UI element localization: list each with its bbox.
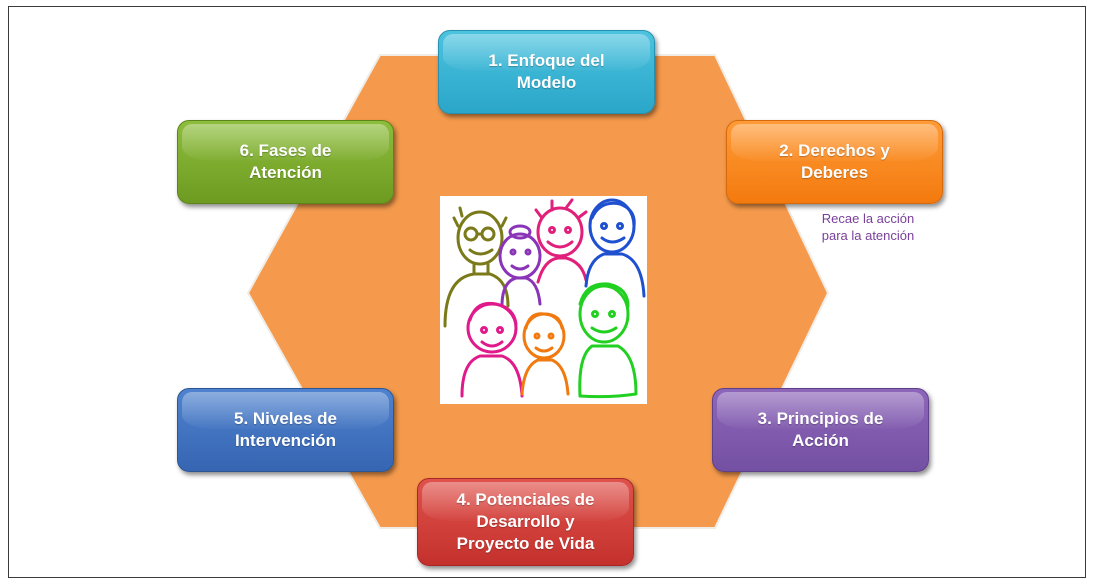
card-label: 4. Potenciales de Desarrollo y Proyecto …: [456, 490, 595, 553]
person-orange-icon: [520, 312, 570, 396]
person-blue-icon: [584, 198, 646, 298]
person-olive-icon: [443, 206, 510, 328]
card-label: 5. Niveles de Intervención: [233, 409, 337, 450]
card-label: 2. Derechos y Deberes: [779, 141, 890, 182]
person-pink-icon: [534, 198, 588, 284]
card-principios-de-accion[interactable]: 3. Principios de Acción: [712, 388, 929, 472]
card-niveles-de-intervencion[interactable]: 5. Niveles de Intervención: [177, 388, 394, 472]
person-magenta-icon: [460, 301, 524, 398]
card-label: 3. Principios de Acción: [757, 409, 884, 450]
card-fases-de-atencion[interactable]: 6. Fases de Atención: [177, 120, 394, 204]
card-label: 6. Fases de Atención: [239, 141, 332, 182]
card-enfoque-del-modelo[interactable]: 1. Enfoque del Modelo: [438, 30, 655, 114]
person-green-icon: [578, 282, 638, 399]
people-drawing-image: [440, 196, 647, 404]
card-derechos-y-deberes[interactable]: 2. Derechos y Deberes: [726, 120, 943, 204]
annotation-note: Recae la acción para la atención: [821, 211, 915, 243]
card-label: 1. Enfoque del Modelo: [488, 51, 605, 92]
card-potenciales-de-desarrollo[interactable]: 4. Potenciales de Desarrollo y Proyecto …: [417, 478, 634, 566]
person-purple-icon: [498, 224, 542, 308]
